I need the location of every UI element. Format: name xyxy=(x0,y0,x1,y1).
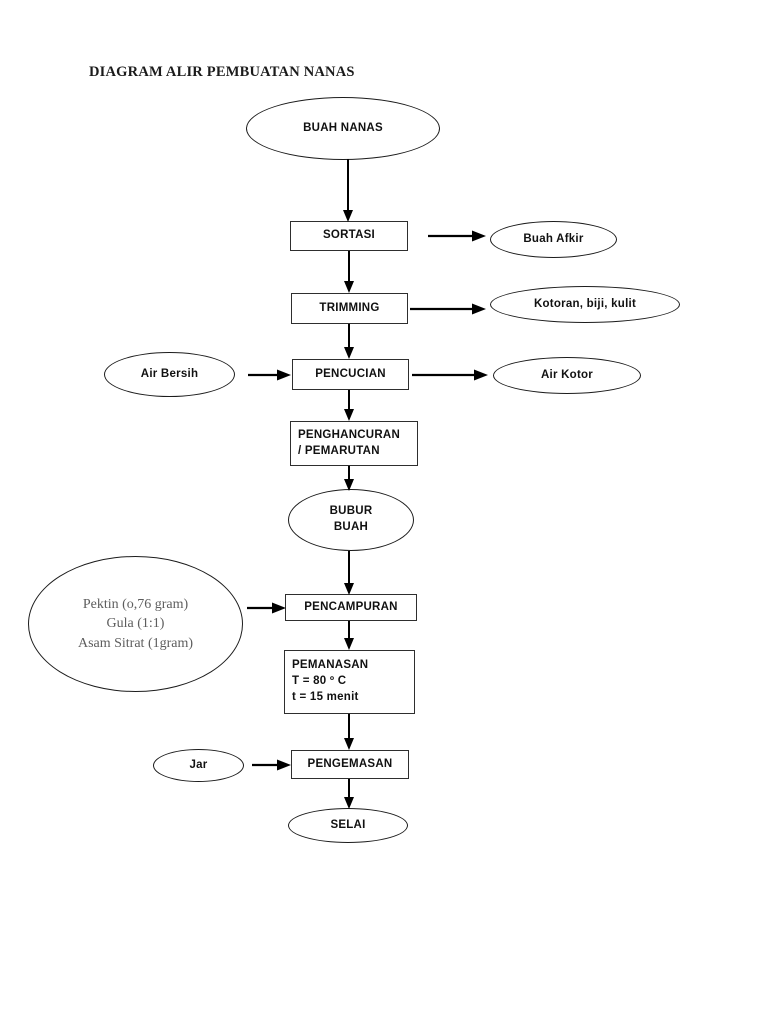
node-buah-afkir: Buah Afkir xyxy=(490,221,617,258)
node-bubur-buah: BUBUR BUAH xyxy=(288,489,414,551)
node-pemanasan: PEMANASAN T = 80 º C t = 15 menit xyxy=(284,650,415,714)
node-kotoran-biji-kulit-label: Kotoran, biji, kulit xyxy=(533,297,637,310)
arrow-trimming-to-kotoran xyxy=(410,301,488,317)
node-buah-nanas: BUAH NANAS xyxy=(246,97,440,160)
node-bahan-line-1: Pektin (o,76 gram) xyxy=(82,597,189,613)
node-bahan-tambahan: Pektin (o,76 gram) Gula (1:1) Asam Sitra… xyxy=(28,556,243,692)
node-sortasi: SORTASI xyxy=(290,221,408,251)
page-title: DIAGRAM ALIR PEMBUATAN NANAS xyxy=(89,64,355,80)
node-pencucian-label: PENCUCIAN xyxy=(315,367,386,380)
arrow-sortasi-to-trimming xyxy=(341,251,357,294)
node-penghancuran-line-2: / PEMARUTAN xyxy=(298,444,380,457)
node-sortasi-label: SORTASI xyxy=(322,229,375,242)
arrow-pencampuran-to-pemanasan xyxy=(341,621,357,651)
node-pencucian: PENCUCIAN xyxy=(292,359,409,390)
node-kotoran-biji-kulit: Kotoran, biji, kulit xyxy=(490,286,680,323)
arrow-buah-nanas-to-sortasi xyxy=(340,159,356,223)
node-bubur-buah-line-2: BUAH xyxy=(333,521,369,533)
node-air-kotor-label: Air Kotor xyxy=(540,368,594,381)
node-jar-label: Jar xyxy=(189,758,208,771)
node-bahan-line-3: Asam Sitrat (1gram) xyxy=(77,635,194,651)
node-penghancuran-pemarutan: PENGHANCURAN / PEMARUTAN xyxy=(290,421,418,466)
arrow-air-bersih-to-pencucian xyxy=(248,367,292,383)
node-air-bersih: Air Bersih xyxy=(104,352,235,397)
arrow-jar-to-pengemasan xyxy=(252,757,292,773)
node-penghancuran-line-1: PENGHANCURAN xyxy=(298,428,401,441)
arrow-penghancuran-to-bubur-buah xyxy=(341,466,357,492)
arrow-bubur-buah-to-pencampuran xyxy=(341,551,357,596)
node-pemanasan-label: PEMANASAN T = 80 º C t = 15 menit xyxy=(292,658,368,706)
node-bubur-buah-line-1: BUBUR xyxy=(329,505,373,518)
node-pencampuran-label: PENCAMPURAN xyxy=(304,600,398,613)
node-bahan-line-2: Gula (1:1) xyxy=(106,616,165,632)
node-buah-nanas-label: BUAH NANAS xyxy=(303,121,383,134)
node-pengemasan-label: PENGEMASAN xyxy=(307,757,393,770)
arrow-pencucian-to-penghancuran xyxy=(341,390,357,422)
arrow-pencucian-to-air-kotor xyxy=(412,367,490,383)
node-bahan-tambahan-label: Pektin (o,76 gram) Gula (1:1) Asam Sitra… xyxy=(78,595,193,653)
arrow-pengemasan-to-selai xyxy=(341,779,357,810)
node-pemanasan-line-2: T = 80 º C xyxy=(292,675,347,688)
node-air-kotor: Air Kotor xyxy=(493,357,641,394)
node-bubur-buah-label: BUBUR BUAH xyxy=(330,504,373,536)
node-selai: SELAI xyxy=(288,808,408,843)
arrow-pemanasan-to-pengemasan xyxy=(341,714,357,751)
node-trimming-label: TRIMMING xyxy=(319,301,380,314)
arrow-trimming-to-pencucian xyxy=(341,324,357,360)
node-jar: Jar xyxy=(153,749,244,782)
node-penghancuran-pemarutan-label: PENGHANCURAN / PEMARUTAN xyxy=(298,428,400,460)
node-trimming: TRIMMING xyxy=(291,293,408,324)
node-pemanasan-line-3: t = 15 menit xyxy=(292,690,359,703)
arrow-sortasi-to-buah-afkir xyxy=(428,228,488,244)
node-selai-label: SELAI xyxy=(330,818,366,831)
node-buah-afkir-label: Buah Afkir xyxy=(523,232,584,245)
node-air-bersih-label: Air Bersih xyxy=(140,367,199,380)
node-pencampuran: PENCAMPURAN xyxy=(285,594,417,621)
node-pengemasan: PENGEMASAN xyxy=(291,750,409,779)
node-pemanasan-line-1: PEMANASAN xyxy=(292,659,369,672)
arrow-bahan-to-pencampuran xyxy=(247,600,287,616)
